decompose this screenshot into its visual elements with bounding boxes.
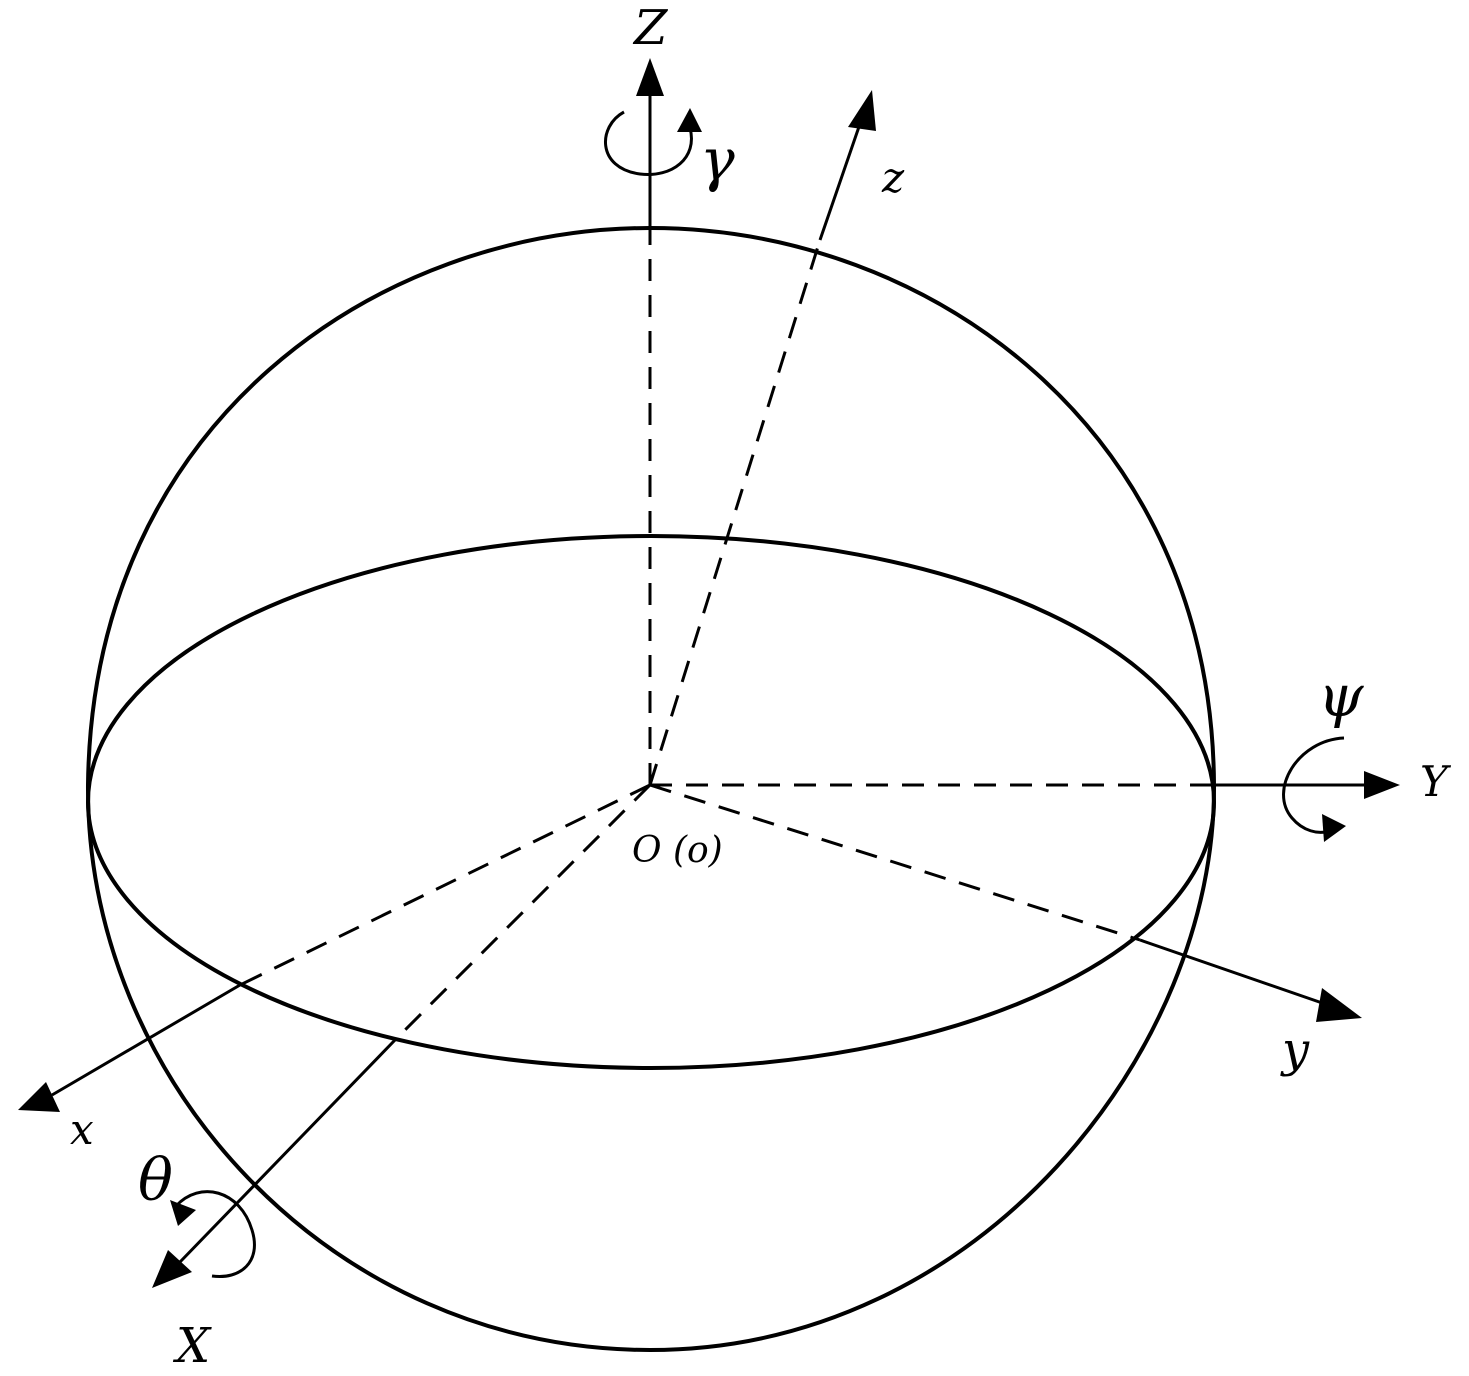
- rotation-psi-arc: [1282, 736, 1345, 834]
- axis-x-body-outer: [51, 983, 241, 1097]
- rotation-theta-arc: [174, 1190, 256, 1279]
- axis-x-body-arrowhead: [18, 1082, 60, 1112]
- equator-ellipse: [86, 534, 1216, 1070]
- label-X-fixed: X: [172, 1318, 212, 1374]
- label-theta: θ: [138, 1146, 173, 1214]
- axis-X-fixed-inner: [393, 783, 652, 1042]
- rotation-psi-arrowhead: [1322, 814, 1346, 842]
- axis-z-body-arrowhead: [848, 90, 876, 131]
- axis-z-body-outer: [818, 117, 864, 241]
- axis-X-fixed-outer: [178, 1038, 397, 1264]
- label-Y-fixed: Y: [1420, 757, 1452, 806]
- label-origin: O (o): [632, 830, 723, 871]
- label-z-body: z: [881, 153, 905, 202]
- axis-y-body-inner: [649, 783, 1141, 942]
- rotation-theta-arrowhead: [170, 1200, 196, 1226]
- axis-y-body-arrowhead: [1316, 988, 1362, 1022]
- axis-Y-fixed-arrowhead: [1364, 771, 1400, 799]
- axis-X-fixed-arrowhead: [152, 1250, 192, 1288]
- label-Z-fixed: Z: [632, 0, 669, 56]
- axis-z-body-inner: [648, 239, 822, 786]
- label-gamma: γ: [700, 126, 735, 194]
- label-x-body: x: [70, 1105, 94, 1154]
- label-psi: ψ: [1318, 662, 1364, 730]
- axis-Z-fixed-arrowhead: [636, 58, 664, 96]
- axis-x-body-inner: [239, 783, 651, 987]
- label-y-body: y: [1280, 1022, 1310, 1078]
- rotation-gamma-arc: [603, 110, 693, 176]
- axis-y-body-outer: [1139, 938, 1329, 1007]
- rotation-gamma-arrowhead: [677, 108, 702, 132]
